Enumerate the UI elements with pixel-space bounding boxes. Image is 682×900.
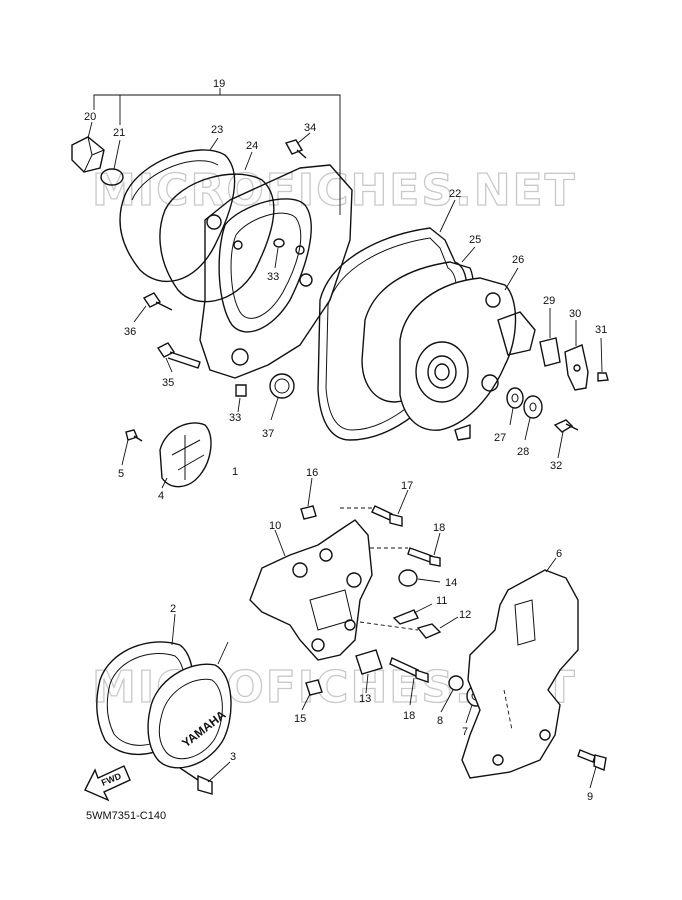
bolt-34 [284,132,311,159]
callout: 5 [118,468,124,480]
callout: 17 [401,480,413,492]
callout: 28 [517,446,529,458]
bolt-9 [577,749,607,789]
screw-31 [597,337,609,382]
plate-30 [564,320,589,391]
bracket-19 [93,88,341,215]
callout: 27 [494,432,506,444]
callout: 22 [449,188,461,200]
callout: 15 [294,713,306,725]
callout: 33 [229,412,241,424]
callout: 2 [170,603,176,615]
collar-14 [398,569,441,587]
forward-arrow-icon: FWD [84,765,131,802]
callout: 19 [213,78,225,90]
watermark-top: MICROFICHES.NET [92,165,577,216]
callout: 25 [469,234,481,246]
clip-11 [392,603,433,625]
callout: 37 [262,428,274,440]
collar-15 [301,679,323,711]
callout: 24 [246,140,258,152]
generator-cover-1: YAMAHA [147,641,232,769]
grommet-27 [506,387,524,426]
gasket-24 [159,151,275,303]
callout-labels: 1 2 3 4 5 6 7 8 9 10 11 12 13 14 15 16 1… [84,78,607,803]
bolt-3 [179,761,231,795]
callout: 21 [113,127,125,139]
clamp-29 [539,308,561,367]
callout: 6 [556,548,562,560]
callout: 8 [437,715,443,727]
callout: 3 [230,751,236,763]
o-ring-21 [100,139,124,186]
callout: 32 [550,460,562,472]
sprocket-cover-6 [461,557,579,779]
callout: 14 [445,577,457,589]
cap-20 [71,121,105,173]
callout: 20 [84,111,96,123]
callout: 33 [267,271,279,283]
bolt-32 [553,419,579,459]
collar-13 [355,649,383,694]
cover-4 [159,422,212,489]
diagram-code: 5WM7351-C140 [86,810,166,822]
bolt-36 [133,292,173,323]
callout: 18 [403,710,415,722]
dowel-33-lower [235,384,247,413]
callout: 29 [543,295,555,307]
callout: 35 [162,377,174,389]
callout: 31 [595,324,607,336]
callout: 26 [512,254,524,266]
bolt-12 [359,616,459,639]
callout: 34 [304,122,316,134]
bolt-18-lower [389,657,429,706]
callout: 11 [436,595,447,607]
callout: 10 [269,520,281,532]
callout: 18 [433,522,445,534]
bracket-10 [249,519,373,661]
callout: 36 [124,326,136,338]
callout: 9 [587,791,593,803]
bolt-17 [340,489,409,527]
bolt-5 [121,429,143,466]
stator-cover-26 [399,267,536,441]
collar-16 [300,477,317,520]
bolt-35 [156,342,201,373]
callout: 1 [232,466,238,478]
grommet-28 [523,395,543,441]
dowel-33-upper [273,238,285,269]
plug-37 [269,373,295,421]
callout: 16 [306,467,318,479]
callout: 23 [211,124,223,136]
bolt-18-upper [370,532,441,567]
callout: 13 [359,693,371,705]
washer-8 [440,675,464,713]
gasket-23 [119,137,236,283]
callout: 30 [569,308,581,320]
callout: 4 [158,490,164,502]
callout: 7 [462,726,468,738]
callout: 12 [459,609,471,621]
cover-frame [199,164,353,379]
